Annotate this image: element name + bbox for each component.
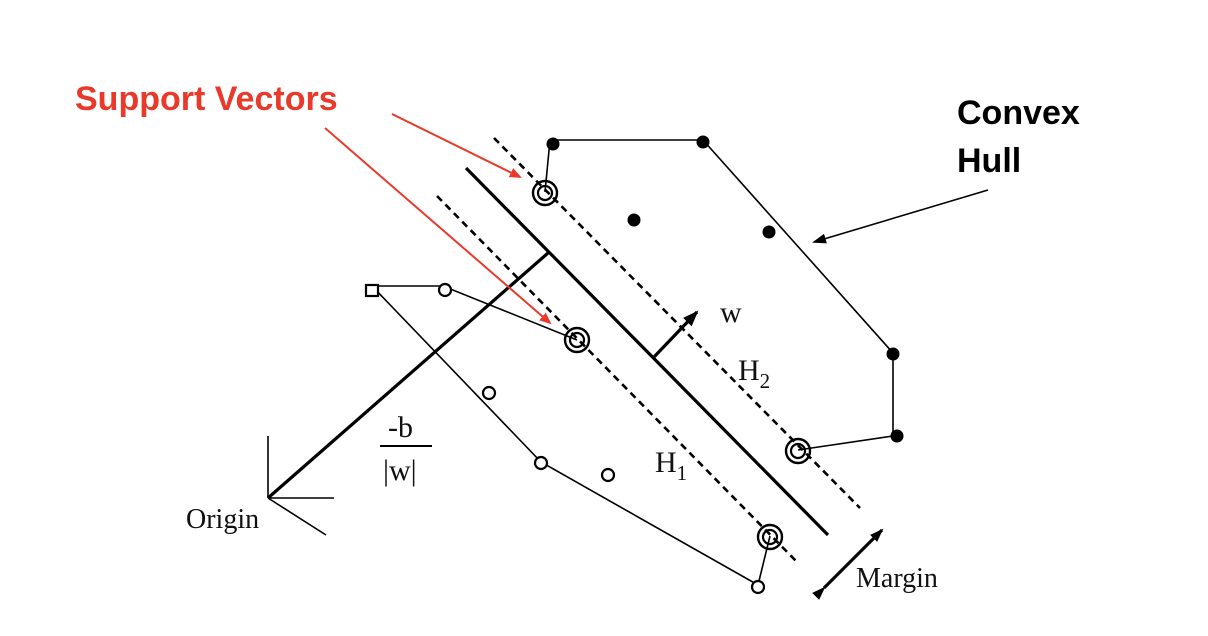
h2-label-main: H [738, 354, 760, 387]
negative-point [600, 467, 616, 483]
margin-boundary-h1 [436, 195, 799, 564]
positive-point [886, 347, 900, 361]
support-vector [563, 326, 591, 354]
h1-label: H1 [655, 446, 687, 485]
origin-label: Origin [186, 504, 259, 535]
negative-point [481, 385, 497, 401]
support-vector-arrow [391, 113, 522, 178]
positive-point [696, 135, 710, 149]
positive-point [762, 225, 776, 239]
support-vectors [531, 179, 812, 551]
negative-points [364, 282, 766, 595]
support-vectors-label: Support Vectors [75, 80, 338, 118]
origin-axis-diagonal [267, 497, 327, 536]
convex-hull-arrow [812, 189, 989, 244]
h2-label-sub: 2 [760, 369, 771, 393]
positive-point [890, 429, 904, 443]
positive-point [546, 137, 560, 151]
positive-point [627, 213, 641, 227]
convex-hull-positive [544, 139, 894, 451]
separating-hyperplane [464, 166, 830, 537]
h1-label-main: H [655, 446, 677, 479]
support-vector-arrow [324, 127, 552, 325]
support-vector [531, 179, 559, 207]
support-vector [756, 523, 784, 551]
convex-hull-label-line2: Hull [957, 142, 1021, 180]
h2-label: H2 [738, 354, 770, 393]
support-vector [784, 437, 812, 465]
bias-numerator: -b [388, 411, 413, 444]
positive-points [546, 135, 904, 443]
negative-point [533, 455, 549, 471]
w-normal-line [652, 310, 699, 359]
h1-label-sub: 1 [677, 461, 688, 485]
negative-point [364, 283, 380, 298]
w-label: w [720, 296, 742, 329]
margin-label: Margin [856, 563, 938, 594]
negative-point [750, 579, 766, 595]
bias-distance-line [266, 251, 550, 500]
margin-arrow [811, 528, 884, 601]
bias-denominator: |w| [383, 454, 417, 487]
convex-hull-label-line1: Convex [957, 94, 1080, 132]
convex-hull-negative [370, 285, 771, 587]
negative-point [437, 282, 453, 298]
